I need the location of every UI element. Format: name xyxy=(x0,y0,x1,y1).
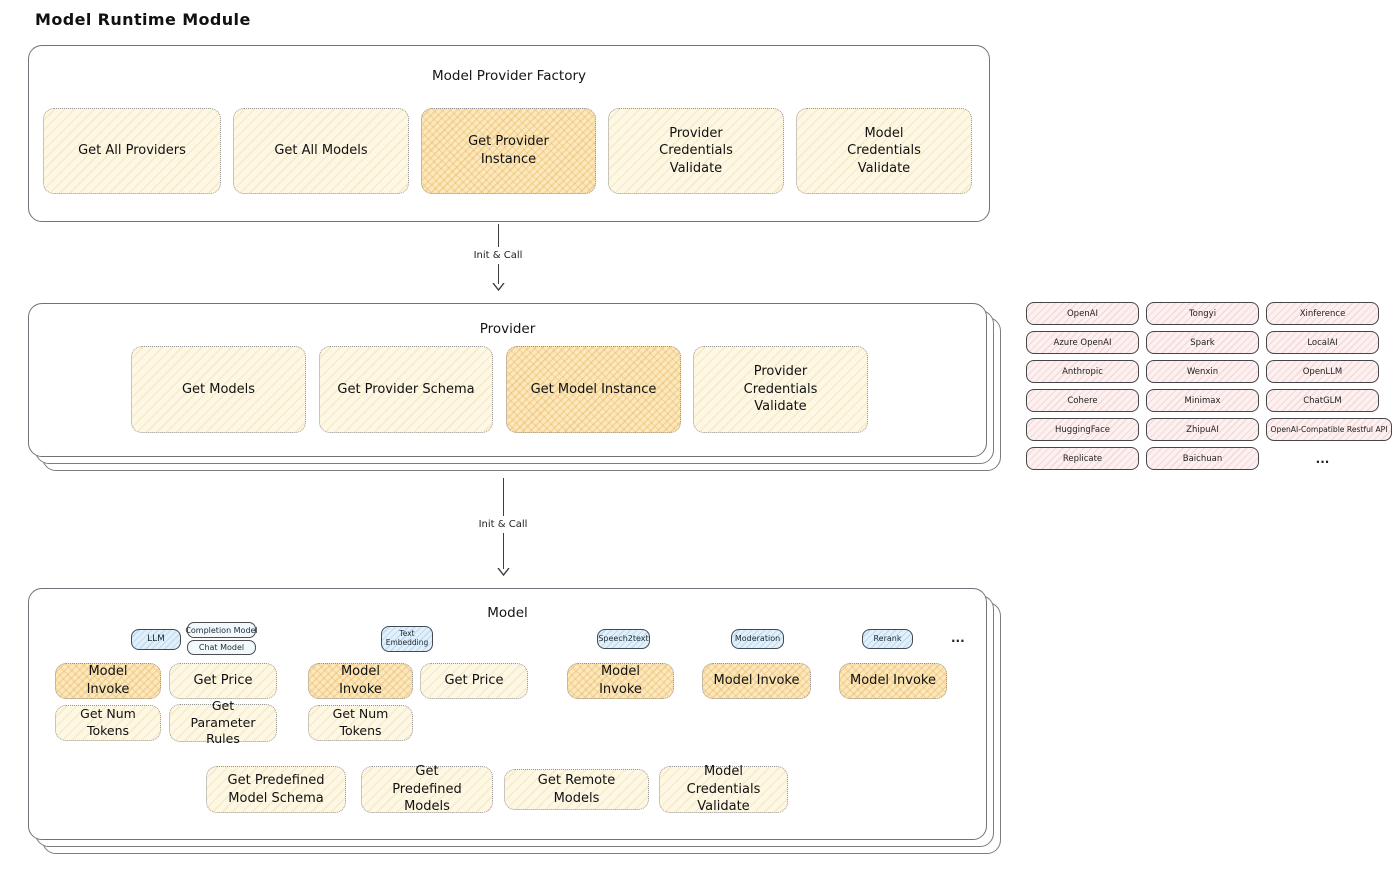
arrow-line xyxy=(497,224,499,247)
provider-cell-xinference: Xinference xyxy=(1266,302,1379,325)
arrow-label: Init & Call xyxy=(474,516,532,533)
providers-grid-row: OpenAI Tongyi Xinference xyxy=(1026,302,1392,325)
tag-rerank: Rerank xyxy=(862,629,913,649)
provider-cell-openllm: OpenLLM xyxy=(1266,360,1379,383)
provider-cell-localai: LocalAI xyxy=(1266,331,1379,354)
provider-cell-tongyi: Tongyi xyxy=(1146,302,1259,325)
provider-cell-baichuan: Baichuan xyxy=(1146,447,1259,470)
provider-cell-openai: OpenAI xyxy=(1026,302,1139,325)
providers-grid-row: Replicate Baichuan ... xyxy=(1026,447,1392,470)
model-box-rerank-model-invoke: Model Invoke xyxy=(839,663,947,699)
arrow-line xyxy=(497,264,499,284)
page-title: Model Runtime Module xyxy=(35,10,251,29)
provider-cell-spark: Spark xyxy=(1146,331,1259,354)
provider-cell-zhipuai: ZhipuAI xyxy=(1146,418,1259,441)
arrowhead-icon xyxy=(496,568,510,576)
model-box-model-credentials-validate: Model Credentials Validate xyxy=(659,764,788,814)
providers-grid-row: Anthropic Wenxin OpenLLM xyxy=(1026,360,1392,383)
tag-completion-model: Completion Model xyxy=(185,622,258,638)
factory-title: Model Provider Factory xyxy=(431,68,586,84)
tag-text-embedding: Text Embedding xyxy=(381,626,433,652)
tag-chat-model: Chat Model xyxy=(187,640,256,655)
tag-llm: LLM xyxy=(131,629,181,650)
tag-moderation: Moderation xyxy=(731,629,784,649)
providers-grid: OpenAI Tongyi Xinference Azure OpenAI Sp… xyxy=(1026,302,1392,476)
provider-cell-cohere: Cohere xyxy=(1026,389,1139,412)
model-box-get-predefined-model-schema: Get Predefined Model Schema xyxy=(206,766,346,813)
arrow-label: Init & Call xyxy=(469,247,527,264)
factory-box-get-provider-instance: Get Provider Instance xyxy=(421,108,596,194)
model-box-get-predefined-models: Get Predefined Models xyxy=(361,764,493,814)
model-box-llm-get-num-tokens: Get Num Tokens xyxy=(55,705,161,741)
provider-container: Provider Get Models Get Provider Schema … xyxy=(28,303,987,457)
providers-grid-row: Azure OpenAI Spark LocalAI xyxy=(1026,331,1392,354)
provider-cell-wenxin: Wenxin xyxy=(1146,360,1259,383)
provider-box-get-provider-schema: Get Provider Schema xyxy=(319,346,493,433)
factory-box-get-all-models: Get All Models xyxy=(233,108,409,194)
init-call-arrow-2: Init & Call xyxy=(463,478,543,576)
model-box-embedding-get-price: Get Price xyxy=(420,663,528,699)
model-box-embedding-model-invoke: Model Invoke xyxy=(308,663,413,699)
factory-box-get-all-providers: Get All Providers xyxy=(43,108,221,194)
model-container: Model LLM Completion Model Chat Model Te… xyxy=(28,588,987,840)
model-box-get-remote-models: Get Remote Models xyxy=(504,769,649,810)
tag-speech2text: Speech2text xyxy=(597,629,650,649)
model-title: Model xyxy=(487,605,528,621)
provider-cell-huggingface: HuggingFace xyxy=(1026,418,1139,441)
provider-cell-minimax: Minimax xyxy=(1146,389,1259,412)
factory-box-model-credentials-validate: Model Credentials Validate xyxy=(796,108,972,194)
provider-cell-openai-compatible: OpenAI-Compatible Restful API xyxy=(1266,418,1392,441)
providers-grid-row: HuggingFace ZhipuAI OpenAI-Compatible Re… xyxy=(1026,418,1392,441)
model-box-llm-model-invoke: Model Invoke xyxy=(55,663,161,699)
factory-box-provider-credentials-validate: Provider Credentials Validate xyxy=(608,108,784,194)
providers-grid-row: Cohere Minimax ChatGLM xyxy=(1026,389,1392,412)
provider-title: Provider xyxy=(479,321,536,337)
arrow-line xyxy=(502,478,504,516)
model-box-llm-get-price: Get Price xyxy=(169,663,277,699)
provider-cell-chatglm: ChatGLM xyxy=(1266,389,1379,412)
provider-box-get-model-instance: Get Model Instance xyxy=(506,346,681,433)
model-box-llm-get-parameter-rules: Get Parameter Rules xyxy=(169,698,277,746)
provider-cell-anthropic: Anthropic xyxy=(1026,360,1139,383)
provider-cell-replicate: Replicate xyxy=(1026,447,1139,470)
model-box-moderation-model-invoke: Model Invoke xyxy=(702,663,811,699)
arrow-line xyxy=(502,533,504,569)
provider-cell-azure-openai: Azure OpenAI xyxy=(1026,331,1139,354)
init-call-arrow-1: Init & Call xyxy=(458,224,538,291)
provider-cell-more: ... xyxy=(1315,451,1330,466)
arrowhead-icon xyxy=(491,283,505,291)
model-box-speech2text-model-invoke: Model Invoke xyxy=(567,663,674,699)
provider-box-provider-credentials-validate: Provider Credentials Validate xyxy=(693,346,868,433)
tag-more: ... xyxy=(951,631,965,645)
provider-box-get-models: Get Models xyxy=(131,346,306,433)
factory-container: Model Provider Factory Get All Providers… xyxy=(28,45,990,222)
model-box-embedding-get-num-tokens: Get Num Tokens xyxy=(308,705,413,741)
